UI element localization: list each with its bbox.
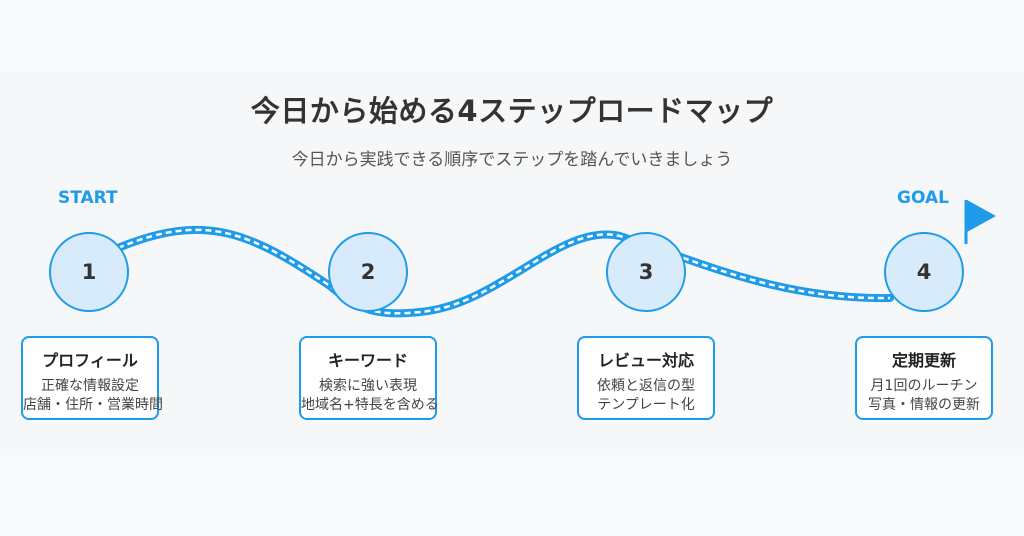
step-3-line-2: テンプレート化 <box>597 397 695 413</box>
step-4-title: 定期更新 <box>891 351 956 370</box>
step-3-card: レビュー対応 依頼と返信の型 テンプレート化 <box>577 336 715 420</box>
flag-icon <box>964 200 996 244</box>
step-1-card: プロフィール 正確な情報設定 店舗・住所・営業時間 <box>21 336 163 420</box>
route-road <box>114 225 894 318</box>
step-4-circle: 4 <box>884 232 964 312</box>
page-subtitle: 今日から実践できる順序でステップを踏んでいきましょう <box>291 150 733 170</box>
page-title: 今日から始める4ステップロードマップ <box>250 94 774 128</box>
step-4-card: 定期更新 月1回のルーチン 写真・情報の更新 <box>855 336 993 420</box>
step-2-title: キーワード <box>327 351 408 370</box>
step-4-line-2: 写真・情報の更新 <box>868 397 980 413</box>
step-2-circle: 2 <box>328 232 408 312</box>
route-center-line <box>117 228 891 315</box>
step-1-line-1: 正確な情報設定 <box>41 378 139 394</box>
step-1-circle: 1 <box>49 232 129 312</box>
start-label: START <box>58 188 118 208</box>
step-3-title: レビュー対応 <box>597 351 694 370</box>
step-1-title: プロフィール <box>42 351 138 370</box>
step-4-line-1: 月1回のルーチン <box>870 378 978 394</box>
step-2-card: キーワード 検索に強い表現 地域名+特長を含める <box>299 336 439 420</box>
goal-label: GOAL <box>897 188 949 208</box>
step-1-line-2: 店舗・住所・営業時間 <box>23 397 163 413</box>
step-2-line-2: 地域名+特長を含める <box>301 397 439 413</box>
roadmap-panel <box>0 72 1024 454</box>
step-3-circle: 3 <box>606 232 686 312</box>
step-2-line-1: 検索に強い表現 <box>319 378 417 394</box>
step-3-line-1: 依頼と返信の型 <box>597 378 695 394</box>
